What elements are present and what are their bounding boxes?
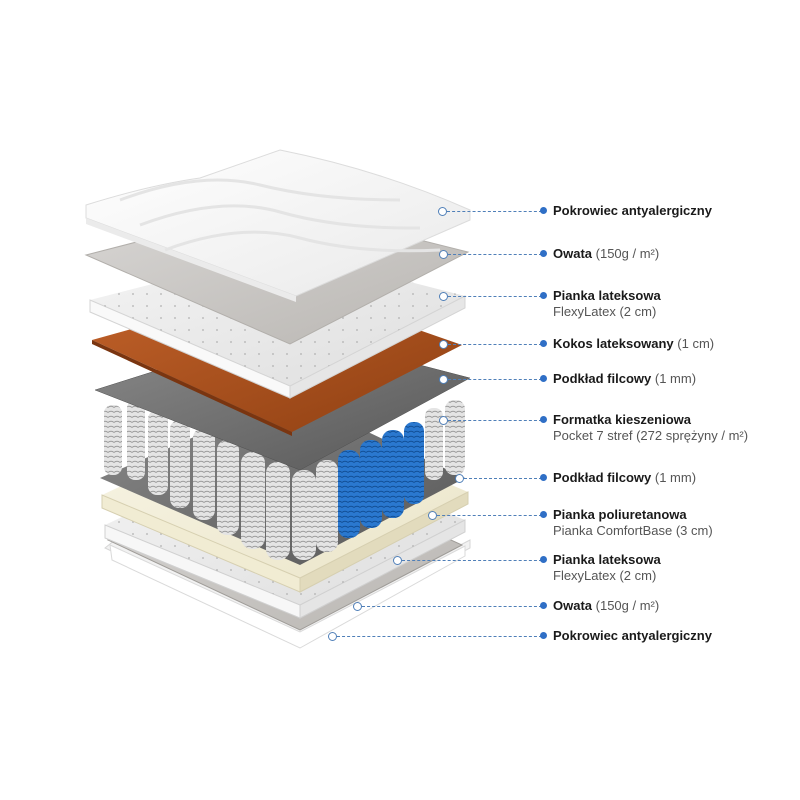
bullet-icon: [540, 250, 547, 257]
leader-start-dot: [353, 602, 362, 611]
bullet-icon: [540, 207, 547, 214]
layer-label: Owata (150g / m²): [553, 598, 660, 613]
leader-start-dot: [428, 511, 437, 520]
bullet-icon: [540, 511, 547, 518]
bullet-icon: [540, 474, 547, 481]
layer-label: Pianka lateksowa FlexyLatex (2 cm): [553, 288, 661, 319]
bullet-icon: [540, 375, 547, 382]
leader-line: [464, 478, 542, 479]
leader-line: [447, 211, 542, 212]
leader-start-dot: [439, 416, 448, 425]
leader-line: [448, 379, 542, 380]
layer-label: Podkład filcowy (1 mm): [553, 470, 697, 485]
layer-label: Podkład filcowy (1 mm): [553, 371, 697, 386]
layer-pocket-springs: [100, 395, 465, 565]
leader-line: [448, 254, 542, 255]
layer-label: Formatka kieszeniowa Pocket 7 stref (272…: [553, 412, 749, 443]
layer-label: Owata (150g / m²): [553, 246, 660, 261]
leader-start-dot: [438, 207, 447, 216]
bullet-icon: [540, 292, 547, 299]
bullet-icon: [540, 416, 547, 423]
leader-start-dot: [439, 250, 448, 259]
leader-line: [337, 636, 542, 637]
leader-start-dot: [439, 375, 448, 384]
blue-zone-springs: [338, 422, 424, 538]
leader-line: [448, 344, 542, 345]
layer-label: Pokrowiec antyalergiczny: [553, 203, 712, 218]
layer-label: Pianka poliuretanowa Pianka ComfortBase …: [553, 507, 713, 538]
leader-line: [448, 296, 542, 297]
leader-start-dot: [328, 632, 337, 641]
leader-line: [437, 515, 542, 516]
leader-start-dot: [439, 340, 448, 349]
layer-label: Kokos lateksowany (1 cm): [553, 336, 715, 351]
leader-line: [402, 560, 542, 561]
bullet-icon: [540, 340, 547, 347]
layer-label: Pokrowiec antyalergiczny: [553, 628, 712, 643]
bullet-icon: [540, 602, 547, 609]
leader-start-dot: [439, 292, 448, 301]
bullet-icon: [540, 632, 547, 639]
leader-line: [362, 606, 542, 607]
leader-start-dot: [455, 474, 464, 483]
leader-start-dot: [393, 556, 402, 565]
layer-label: Pianka lateksowa FlexyLatex (2 cm): [553, 552, 661, 583]
layer-top-cover: [85, 149, 471, 302]
bullet-icon: [540, 556, 547, 563]
leader-line: [448, 420, 542, 421]
